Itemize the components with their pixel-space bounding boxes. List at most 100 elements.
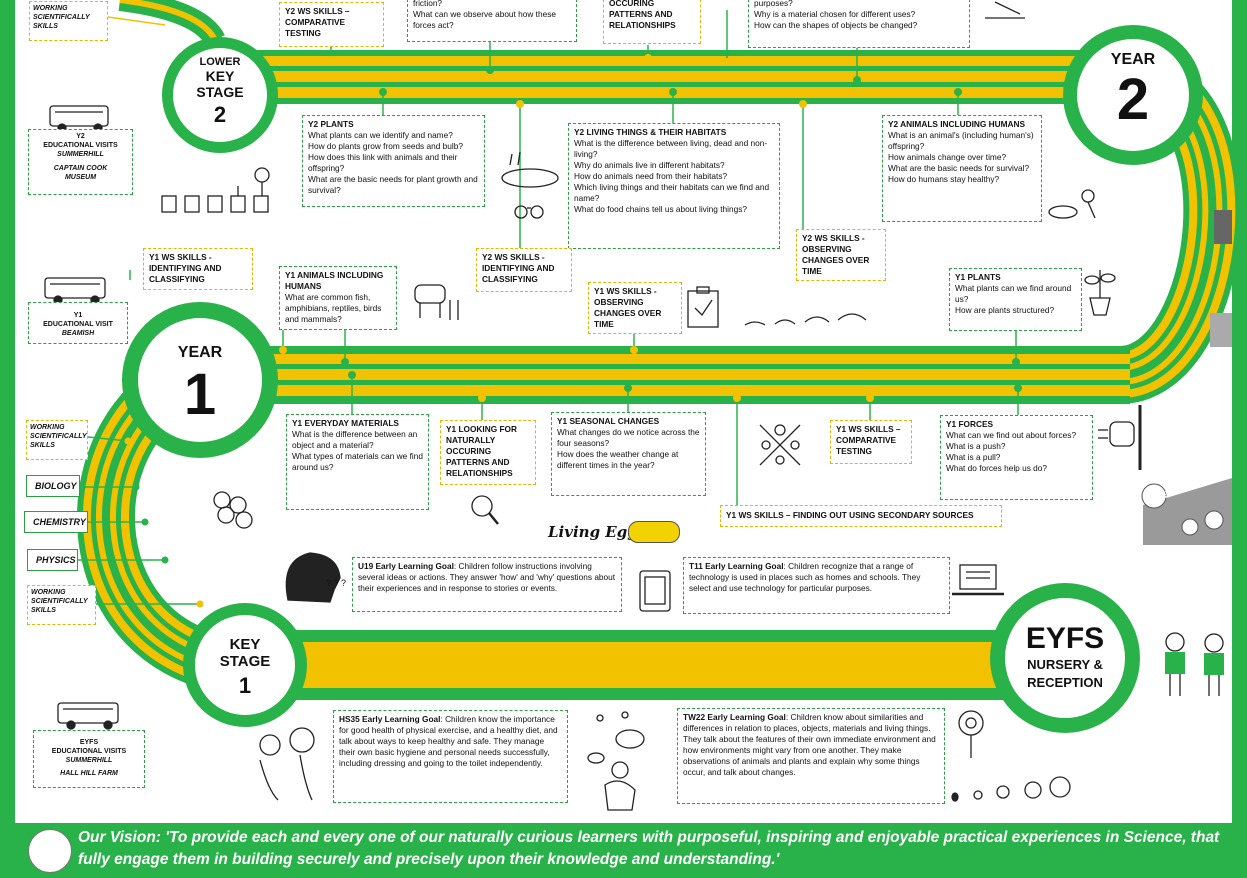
vision-banner: Our Vision: 'To provide each and every o…	[0, 823, 1247, 878]
growth-sequence-icon	[744, 313, 867, 326]
thinking-head-icon	[285, 552, 341, 603]
y2-ws-identify-text: Y2 WS SKILLS - IDENTIFYING AND CLASSIFYI…	[482, 252, 555, 284]
y1-materials-box: Y1 EVERYDAY MATERIALS What is the differ…	[286, 414, 429, 510]
biology-box: BIOLOGY	[26, 475, 80, 497]
binoculars-icon	[514, 205, 544, 219]
y2-visits-box: Y2 EDUCATIONAL VISITS SUMMERHILL CAPTAIN…	[28, 129, 133, 195]
year1-label: YEAR 1	[150, 343, 250, 427]
y2-ws-observe-box: Y2 WS SKILLS - OBSERVING CHANGES OVER TI…	[796, 229, 886, 281]
tablet-icon	[639, 570, 671, 612]
year1-word: YEAR	[177, 344, 223, 361]
wss-mid-l2: SCIENTIFICALLY	[30, 433, 87, 440]
y1-ws-observe-text: Y1 WS SKILLS - OBSERVING CHANGES OVER TI…	[594, 286, 662, 329]
y1-forces-q3: What is a pull?	[946, 452, 1001, 462]
materials-partial-q3: How can the shapes of objects be changed…	[754, 20, 918, 30]
forces-partial-box: friction? What can we observe about how …	[407, 0, 577, 42]
y1-materials-q2: What types of materials can we find arou…	[292, 451, 423, 472]
school-logo	[28, 829, 72, 873]
y1-forces-q4: What do forces help us do?	[946, 463, 1048, 473]
vision-lead: Our Vision:	[78, 829, 166, 846]
wss-low-l1: WORKING	[31, 589, 66, 596]
tw22-text: : Children know about similarities and d…	[683, 712, 936, 777]
ks1-label: KEY STAGE 1	[205, 636, 285, 701]
y2-animals-q2: How animals change over time?	[888, 152, 1007, 162]
hs35-box: HS35 Early Learning Goal: Children know …	[333, 710, 568, 803]
right-border	[1232, 0, 1247, 823]
y1-ws-secondary-box: Y1 WS SKILLS – FINDING OUT USING SECONDA…	[720, 505, 1002, 527]
tw22-title: TW22 Early Learning Goal	[683, 712, 786, 722]
y2-plants-q3: How does this link with animals and thei…	[308, 152, 458, 173]
frog-lifecycle-icon	[587, 711, 645, 764]
lks2-line1: LOWER	[199, 56, 241, 68]
y1-seasonal-q1: What changes do we notice across the fou…	[557, 427, 700, 448]
wss-top-l2: SCIENTIFICALLY	[33, 14, 90, 21]
u19-title: U19 Early Learning Goal	[358, 561, 454, 571]
chemistry-box: CHEMISTRY	[24, 511, 88, 533]
y2-visits-l3: SUMMERHILL	[57, 151, 104, 158]
y2-ws-comparative-box: Y2 WS SKILLS – COMPARATIVE TESTING	[279, 2, 384, 47]
y1-forces-q1: What can we find out about forces?	[946, 430, 1077, 440]
vision-text: 'To provide each and every one of our na…	[78, 829, 1220, 868]
y2-visits-l5: CAPTAIN COOK	[53, 165, 108, 172]
y2-living-q1: What is the difference between living, d…	[574, 138, 768, 159]
y2-visits-l6: MUSEUM	[64, 174, 97, 181]
y2-visits-l2: EDUCATIONAL VISITS	[43, 142, 118, 149]
connectors	[78, 10, 1022, 608]
y1-materials-title: Y1 EVERYDAY MATERIALS	[292, 418, 399, 428]
middle-track	[200, 346, 1130, 404]
materials-partial-q1: purposes?	[754, 0, 793, 8]
hs35-text: : Children know the importance for good …	[339, 714, 558, 768]
vision-statement: Our Vision: 'To provide each and every o…	[78, 827, 1238, 871]
ks1-line2: STAGE	[219, 653, 271, 670]
y2-ws-identify-box: Y2 WS SKILLS - IDENTIFYING AND CLASSIFYI…	[476, 248, 572, 292]
year2-num: 2	[1116, 67, 1150, 132]
wss-top-l1: WORKING	[33, 5, 68, 12]
y1-visits-l1: Y1	[73, 312, 83, 319]
y2-living-q2: Why do animals live in different habitat…	[574, 160, 725, 170]
y2-living-q3: How do animals need from their habitats?	[574, 171, 728, 181]
y2-animals-title: Y2 ANIMALS INCLUDING HUMANS	[888, 119, 1026, 129]
y1-seasonal-title: Y1 SEASONAL CHANGES	[557, 416, 660, 426]
bird-nest-icon	[1048, 189, 1096, 219]
y2-plants-q4: What are the basic needs for plant growt…	[308, 174, 478, 195]
year2-label: YEAR 2	[1083, 50, 1183, 130]
hygiene-children-icon	[259, 727, 315, 801]
ks1-num: 1	[238, 673, 252, 698]
science-week-panel	[1141, 478, 1232, 545]
bus-icon-y1	[44, 277, 106, 305]
tw22-box: TW22 Early Learning Goal: Children know …	[677, 708, 945, 804]
y1-ws-identify-box: Y1 WS SKILLS - IDENTIFYING AND CLASSIFYI…	[143, 248, 253, 290]
occurring-partial-box: OCCURING PATTERNS AND RELATIONSHIPS	[603, 0, 701, 44]
materials-partial-q2: Why is a material chosen for different u…	[754, 9, 916, 19]
y1-forces-title: Y1 FORCES	[946, 419, 994, 429]
materials-partial-box: purposes? Why is a material chosen for d…	[748, 0, 970, 48]
lks2-num: 2	[213, 102, 227, 127]
scales-icon	[985, 1, 1025, 19]
photo-thumb-1	[1214, 210, 1232, 244]
eyfs-visits-box: EYFS EDUCATIONAL VISITS SUMMERHILL HALL …	[33, 730, 145, 788]
y1-materials-q1: What is the difference between an object…	[292, 429, 418, 450]
living-eggs-logo: Living Eggs	[548, 523, 647, 541]
lks2-line2: KEY	[205, 68, 235, 84]
ks1-line1: KEY	[229, 636, 261, 653]
eyfs-line3: RECEPTION	[1027, 675, 1103, 690]
t11-title: T11 Early Learning Goal	[689, 561, 784, 571]
y2-plants-box: Y2 PLANTS What plants can we identify an…	[302, 115, 485, 207]
y1-animals-box: Y1 ANIMALS INCLUDING HUMANS What are com…	[279, 266, 397, 330]
y1-ws-secondary-text: Y1 WS SKILLS – FINDING OUT USING SECONDA…	[726, 510, 974, 520]
upper-track	[220, 50, 1120, 104]
forces-partial-q2: What can we observe about how these forc…	[413, 9, 556, 30]
animals-icon	[414, 284, 459, 320]
forces-partial-q1: friction?	[413, 0, 443, 8]
y1-ws-observe-box: Y1 WS SKILLS - OBSERVING CHANGES OVER TI…	[588, 282, 682, 334]
y2-animals-box: Y2 ANIMALS INCLUDING HUMANS What is an a…	[882, 115, 1042, 222]
physics-box: PHYSICS	[27, 549, 78, 571]
logs-icon	[213, 491, 253, 529]
laptop-icon	[952, 564, 1004, 596]
y1-visits-l2: EDUCATIONAL VISIT	[43, 321, 113, 328]
potted-plant-icon	[1084, 270, 1116, 316]
flower-icon	[958, 710, 984, 758]
bus-icon-eyfs	[57, 702, 119, 730]
pond-icon	[501, 151, 559, 188]
